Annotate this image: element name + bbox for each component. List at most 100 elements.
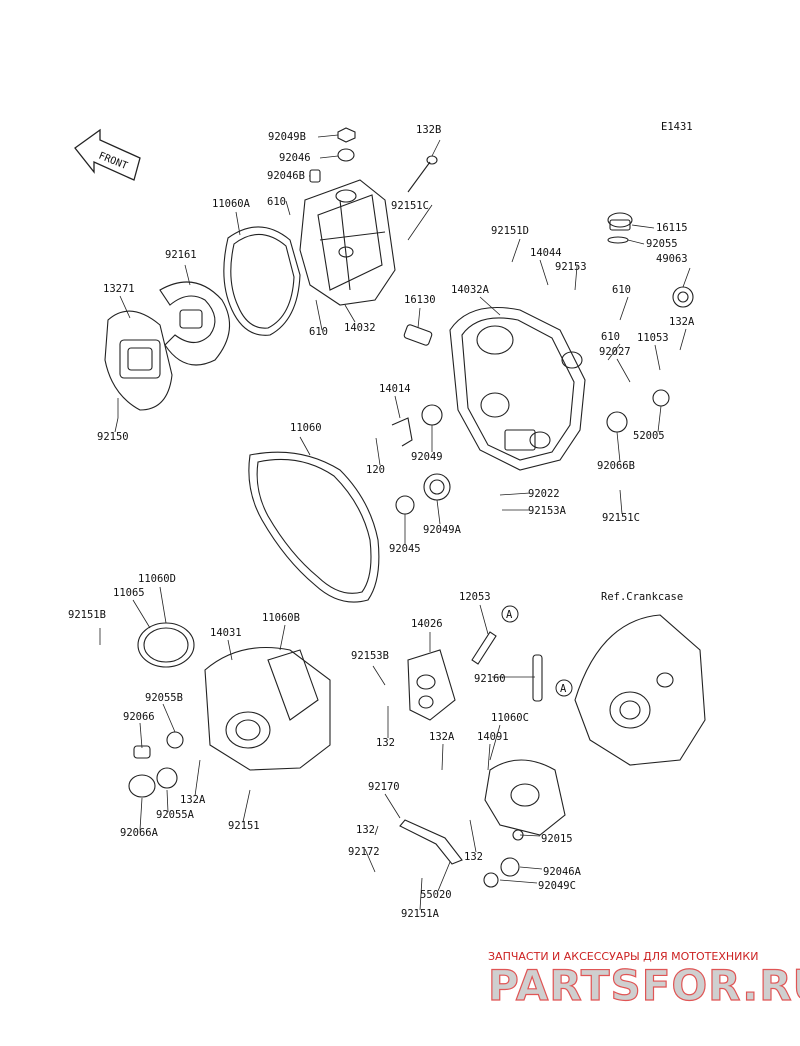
leader-line xyxy=(519,834,541,837)
leader-line xyxy=(364,848,376,873)
part-label: 92150 xyxy=(97,431,129,443)
leader-line xyxy=(139,797,143,831)
part-label: 92055A xyxy=(156,809,195,821)
gasket-11060-inner-part xyxy=(256,458,372,594)
lever-55020-part xyxy=(399,819,463,865)
leader-line xyxy=(319,155,339,159)
part-label: 132B xyxy=(416,124,441,136)
part-label: 92049A xyxy=(423,524,462,536)
part-label: 92151D xyxy=(491,225,529,237)
part-label: 13271 xyxy=(103,283,135,295)
leader-line xyxy=(242,789,251,823)
leader-line xyxy=(114,417,119,433)
clutch-cover-part xyxy=(299,179,396,306)
leader-line xyxy=(616,431,621,463)
leader-line xyxy=(279,624,286,651)
part-label: 16130 xyxy=(404,294,436,306)
part-label: 92066B xyxy=(597,460,635,472)
part-label: 92049C xyxy=(538,880,576,892)
seal-49063-part xyxy=(672,286,694,308)
leader-line xyxy=(235,211,241,236)
part-label: 11060B xyxy=(262,612,300,624)
pin-92160-part xyxy=(532,654,543,702)
part-label: 92045 xyxy=(389,543,421,555)
part-label: 92049B xyxy=(268,131,306,143)
gasket-11060a-part xyxy=(223,226,301,336)
part-label: 132A xyxy=(429,731,455,743)
leader-line xyxy=(654,344,661,371)
leader-line xyxy=(194,759,201,797)
leader-line xyxy=(657,405,662,433)
front-arrow-icon: FRONT xyxy=(74,128,141,181)
part-label: 610 xyxy=(601,331,620,343)
part-label: 16115 xyxy=(656,222,688,234)
leader-line xyxy=(436,499,441,525)
part-label: 92046 xyxy=(279,152,311,164)
plug-16130-part xyxy=(403,324,433,346)
leader-line xyxy=(285,200,291,216)
leader-line xyxy=(394,395,401,419)
magneto-cover-part xyxy=(204,647,331,771)
watermark-logo: PARTSFOR.RU xyxy=(488,961,800,1010)
part-label: 11060 xyxy=(290,422,322,434)
leader-line xyxy=(679,328,687,351)
part-label: 11053 xyxy=(637,332,669,344)
leader-line xyxy=(511,238,521,263)
leader-line xyxy=(374,825,379,836)
part-label: 92015 xyxy=(541,833,573,845)
seal-52005-part xyxy=(652,389,670,407)
leader-line xyxy=(139,722,143,749)
leader-line xyxy=(299,436,311,456)
part-label: 92151C xyxy=(391,200,429,212)
plate-92161-part xyxy=(159,281,231,366)
part-label: 92160 xyxy=(474,673,506,685)
diagram-code: E1431 xyxy=(661,121,693,133)
part-label: 92055B xyxy=(145,692,183,704)
part-label: 92066A xyxy=(120,827,159,839)
leader-line xyxy=(627,239,645,245)
leader-line xyxy=(344,304,356,323)
leader-line xyxy=(479,604,489,635)
nut-stack-part xyxy=(309,127,356,183)
callout-a-text: A xyxy=(506,609,513,621)
cover-plate-13271-part xyxy=(104,310,173,411)
part-label: 132 xyxy=(464,851,483,863)
leader-line xyxy=(184,264,191,286)
leader-line xyxy=(616,358,631,383)
sprocket-cover-part xyxy=(407,649,456,721)
leader-line xyxy=(119,295,131,319)
leader-line xyxy=(431,139,441,157)
part-label: 92046A xyxy=(543,866,582,878)
link-12053-part xyxy=(471,631,497,665)
gasket-11060a-inner-part xyxy=(230,233,295,329)
leader-line xyxy=(162,703,176,733)
part-label: 92170 xyxy=(368,781,400,793)
part-label: 92151C xyxy=(602,512,640,524)
callout-a-top: A xyxy=(501,605,519,623)
part-label: 14032 xyxy=(344,322,376,334)
leader-line xyxy=(166,789,169,813)
leader-line xyxy=(682,267,691,288)
part-label: 132 xyxy=(376,737,395,749)
gasket-11060-part xyxy=(248,451,380,603)
part-label: 11060D xyxy=(138,573,176,585)
part-label: 49063 xyxy=(656,253,688,265)
seal-bottom-part xyxy=(483,829,524,888)
leader-line xyxy=(384,793,401,819)
leader-line xyxy=(372,665,386,686)
part-label: 92151 xyxy=(228,820,260,832)
inspection-cover-11065-part xyxy=(137,622,195,668)
part-label: 12053 xyxy=(459,591,491,603)
part-label: 92049 xyxy=(411,451,443,463)
part-label: 132 xyxy=(356,824,375,836)
part-label: 14031 xyxy=(210,627,242,639)
part-label: 92046B xyxy=(267,170,305,182)
part-label: 92022 xyxy=(528,488,560,500)
shift-cover-part xyxy=(484,759,566,836)
part-label: 132A xyxy=(669,316,695,328)
watermark-tagline: ЗАПЧАСТИ И АКСЕССУАРЫ ДЛЯ МОТОТЕХНИКИ xyxy=(488,950,758,963)
leader-line xyxy=(607,343,621,361)
seal-92066b-part xyxy=(606,411,628,433)
